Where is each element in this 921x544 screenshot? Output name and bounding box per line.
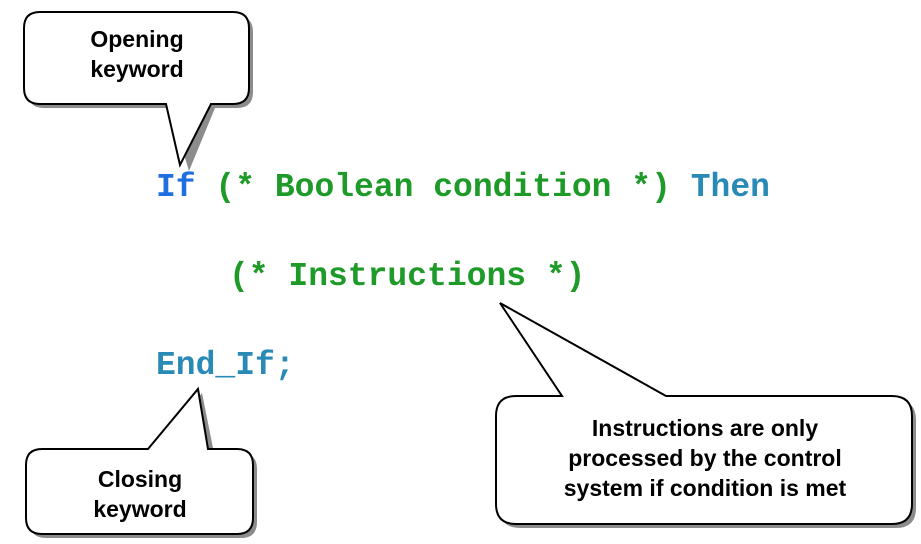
- opening-callout-line2: keyword: [90, 56, 184, 82]
- opening-callout: [23, 11, 250, 168]
- instructions-callout-line3: system if condition is met: [563, 475, 847, 501]
- then-keyword: Then: [690, 169, 770, 206]
- code-line-instructions: (* Instructions *): [229, 257, 585, 297]
- closing-callout-line1: Closing: [97, 466, 183, 492]
- instructions-callout-line1: Instructions are only: [591, 415, 819, 441]
- if-keyword: If: [156, 169, 196, 206]
- code-line-if: If (* Boolean condition *) Then: [156, 168, 770, 208]
- instructions-callout: [495, 302, 913, 525]
- instructions-callout-text: Instructions are only processed by the c…: [500, 413, 910, 503]
- opening-callout-line1: Opening: [90, 26, 184, 52]
- closing-callout-text: Closing keyword: [30, 464, 250, 524]
- code-line-end-if: End_If;: [156, 346, 295, 386]
- instructions-comment: (* Instructions *): [229, 258, 586, 295]
- end-if-keyword: End_If;: [156, 347, 295, 384]
- instructions-callout-line2: processed by the control: [568, 445, 842, 471]
- opening-callout-text: Opening keyword: [28, 24, 246, 84]
- closing-callout: [25, 386, 254, 535]
- closing-callout-line2: keyword: [93, 496, 187, 522]
- boolean-condition-comment: (* Boolean condition *): [215, 169, 671, 206]
